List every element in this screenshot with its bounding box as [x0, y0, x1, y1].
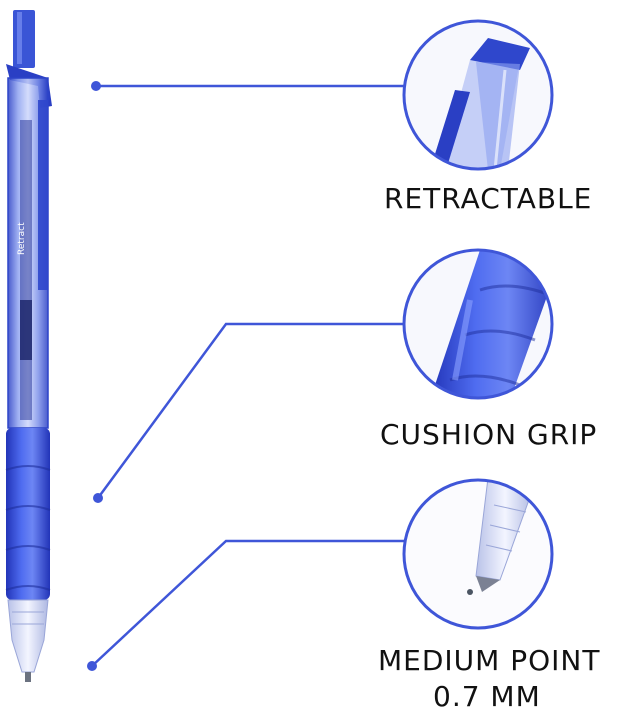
callout-dots: [87, 81, 103, 671]
callout-dot-cushion-grip: [93, 493, 103, 503]
detail-circle-medium-point: [402, 478, 554, 630]
pen-barrel-print: Retract: [17, 222, 27, 255]
label-point-size: 0.7 MM: [433, 680, 541, 713]
callout-line-cushion-grip: [96, 322, 404, 499]
callout-dot-medium-point: [87, 661, 97, 671]
callout-dot-retractable: [91, 81, 101, 91]
callout-line-medium-point: [91, 539, 404, 667]
pen-grip: [5, 428, 51, 600]
label-medium-point: MEDIUM POINT: [378, 644, 601, 677]
pen-tip: [7, 599, 49, 673]
callout-lines: [91, 84, 404, 667]
detail-circle-cushion-grip: [402, 248, 554, 400]
detail-circle-retractable: [402, 19, 554, 171]
pen-plunger: [13, 10, 35, 68]
pen-ink-refill: [20, 120, 32, 420]
label-retractable: RETRACTABLE: [384, 182, 593, 215]
pen: Retract: [5, 10, 52, 682]
label-cushion-grip: CUSHION GRIP: [380, 418, 598, 451]
